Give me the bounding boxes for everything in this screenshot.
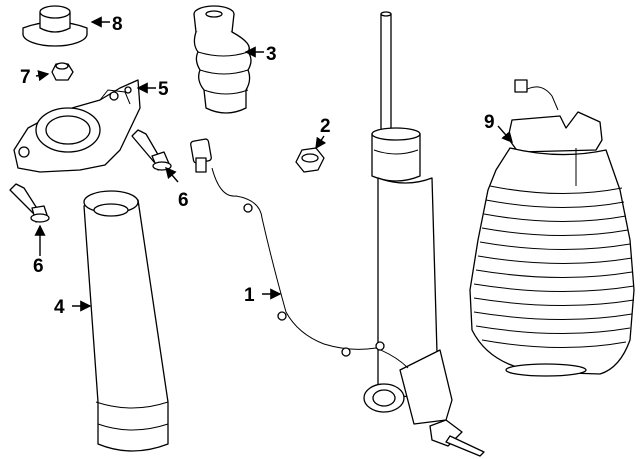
part-5-bracket bbox=[13, 79, 141, 173]
part-6-bolt-left bbox=[9, 183, 50, 223]
part-8-mount-cap bbox=[22, 5, 88, 47]
part-2-nut bbox=[295, 147, 325, 173]
part-1-sensor-wire bbox=[190, 138, 409, 369]
part-9-air-spring bbox=[469, 79, 635, 377]
callout-8: 8 bbox=[112, 14, 123, 35]
callout-4: 4 bbox=[54, 297, 65, 318]
part-4-dust-tube bbox=[83, 190, 169, 452]
callout-leaders bbox=[34, 16, 513, 312]
part-7-nut bbox=[51, 62, 74, 81]
callout-9: 9 bbox=[484, 112, 495, 133]
callout-3: 3 bbox=[266, 44, 277, 65]
callout-1: 1 bbox=[244, 285, 255, 306]
callout-labels: 8 7 5 3 2 6 6 4 1 9 bbox=[20, 14, 495, 318]
callout-7: 7 bbox=[20, 67, 31, 88]
shock-absorber bbox=[363, 11, 485, 457]
callout-2: 2 bbox=[320, 116, 331, 137]
part-3-bump-stop bbox=[193, 5, 252, 114]
part-6-bolt-right bbox=[131, 129, 172, 171]
callout-6-left: 6 bbox=[33, 256, 44, 277]
callout-6-right: 6 bbox=[178, 190, 189, 211]
callout-5: 5 bbox=[158, 79, 169, 100]
